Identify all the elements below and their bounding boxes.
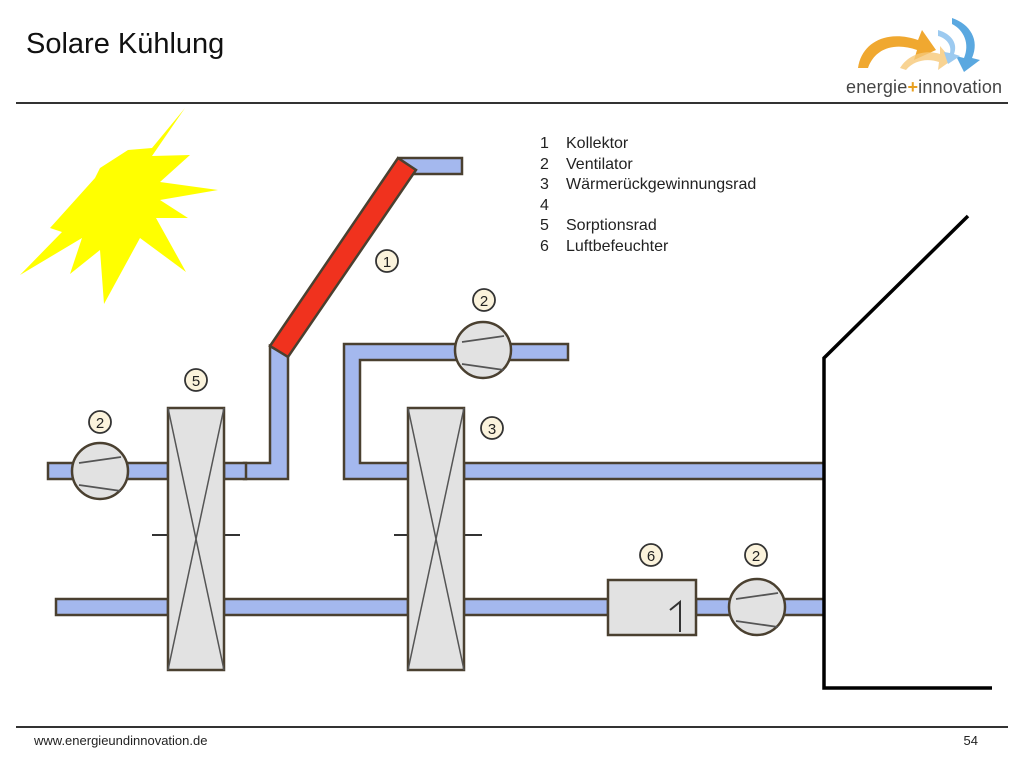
sorption-wheel (152, 406, 240, 672)
duct-lower-mid (222, 597, 410, 617)
marker-label: 2 (480, 293, 488, 310)
header-rule (16, 102, 1008, 104)
legend-label: Kollektor (566, 135, 629, 152)
marker-sorption-wheel: 5 (184, 368, 208, 392)
legend-num: 4 (540, 196, 549, 214)
building-outline (822, 214, 992, 690)
logo-graphic-icon (858, 18, 980, 72)
solar-collector (268, 156, 418, 359)
heat-recovery-wheel (394, 406, 482, 672)
legend-label: Wärmerückgewinnungsrad (566, 176, 757, 193)
sun-icon (20, 108, 218, 304)
legend-num: 3 (540, 176, 549, 193)
marker-label: 2 (752, 548, 760, 565)
duct-upper-mid (222, 461, 248, 481)
marker-label: 1 (383, 254, 391, 271)
marker-label: 6 (647, 548, 655, 565)
legend-item: 5 Sorptionsrad (540, 216, 756, 237)
footer-url[interactable]: www.energieundinnovation.de (34, 733, 208, 748)
logo-plus: + (907, 77, 919, 97)
duct-lower-left (54, 597, 170, 617)
legend-num: 2 (540, 155, 549, 173)
marker-label: 2 (96, 415, 104, 432)
page-title: Solare Kühlung (26, 28, 225, 60)
marker-fan-bottom: 2 (744, 543, 768, 567)
legend-label: Luftbefeuchter (566, 237, 669, 255)
marker-fan-left: 2 (88, 410, 112, 434)
marker-label: 3 (488, 421, 496, 438)
marker-fan-top: 2 (472, 288, 496, 312)
legend-num: 6 (540, 237, 549, 255)
legend-item: 2 Ventilator (540, 155, 756, 176)
legend-item: 4 (540, 196, 756, 217)
logo-text: energie+innovation (846, 77, 1002, 98)
legend-item: 6 Luftbefeuchter (540, 237, 756, 258)
logo (840, 10, 1010, 100)
logo-word-energie: energie (846, 77, 908, 97)
fan-left (70, 441, 130, 501)
duct-regeneration (342, 342, 570, 481)
duct-lower-right (462, 597, 610, 617)
legend: 1 Kollektor 2 Ventilator 3 Wärmerückgewinnu… (540, 134, 756, 257)
humidifier (606, 578, 698, 637)
marker-heat-recovery-wheel: 3 (480, 416, 504, 440)
fan-bottom (727, 577, 787, 637)
footer-rule (16, 726, 1008, 728)
page-number: 54 (963, 733, 978, 748)
legend-item: 1 Kollektor (540, 134, 756, 155)
logo-word-innovation: innovation (918, 77, 1003, 97)
legend-item: 3 Wärmerückgewinnungsrad (540, 175, 756, 196)
legend-num: 1 (540, 135, 549, 152)
duct-return-air (462, 461, 826, 481)
marker-label: 5 (192, 373, 200, 390)
marker-humidifier: 6 (639, 543, 663, 567)
legend-label: Ventilator (566, 155, 633, 173)
legend-label: Sorptionsrad (566, 217, 657, 234)
legend-num: 5 (540, 217, 549, 234)
duct-collector-inlet (242, 343, 290, 481)
marker-collector: 1 (375, 249, 399, 273)
fan-top (453, 320, 513, 380)
